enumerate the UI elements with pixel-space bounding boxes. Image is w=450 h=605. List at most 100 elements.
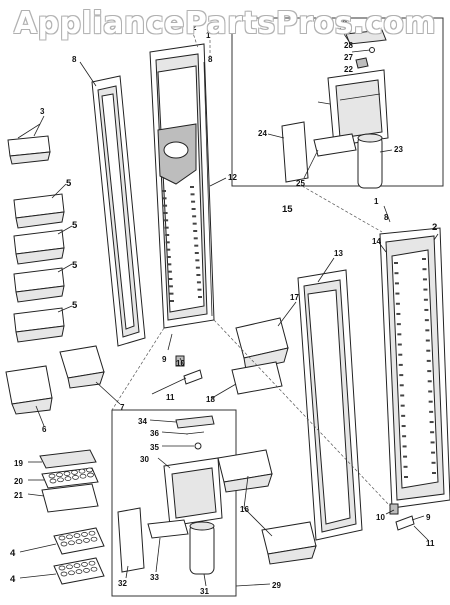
ice-cube-cell (87, 472, 94, 478)
shelf-dot (162, 197, 167, 200)
shelf-dot (425, 339, 430, 342)
callout-14: 14 (372, 237, 381, 246)
shelf-dot (402, 435, 407, 438)
dispenser-housing-22 (327, 69, 389, 147)
shelf-dot (425, 329, 430, 332)
shelf-dot (400, 404, 405, 407)
callout-26: 26 (338, 17, 347, 26)
ice-cube-cell (68, 570, 75, 576)
bin-17 (235, 317, 289, 371)
bin-5c (13, 267, 65, 303)
bin-5b (13, 229, 65, 265)
bin-5d (13, 307, 65, 343)
ice-cube-cell (81, 532, 88, 537)
callout-29: 29 (272, 581, 281, 590)
hinge-11-right (395, 515, 415, 531)
bin-5a (13, 193, 65, 229)
ice-cube-cell (83, 568, 90, 573)
shelf-dot (196, 281, 201, 284)
shelf-dot (190, 186, 194, 188)
leader-lines (19, 27, 439, 587)
shelf-dot (394, 282, 399, 285)
shelf-dot (422, 258, 426, 260)
callout-32: 32 (118, 579, 127, 588)
bin-18 (231, 361, 283, 395)
shelf-dot (426, 349, 431, 352)
ice-cube-cell (90, 566, 98, 572)
shelf-dot (166, 248, 171, 251)
shelf-dot (164, 219, 169, 222)
ice-cube-cell (73, 563, 81, 568)
shelf-dot (397, 333, 402, 336)
part-34 (175, 415, 215, 429)
shelf-dot (404, 476, 408, 478)
ice-cube-cell (57, 477, 64, 483)
ice-cube-cell (72, 475, 79, 480)
shelf-dot (167, 263, 172, 266)
ice-cube-cell (49, 478, 57, 484)
callout-2: 2 (192, 23, 197, 32)
callout-9: 9 (426, 513, 431, 522)
shelf-dot (192, 215, 197, 218)
bin-7 (59, 345, 105, 389)
shelf-dot (427, 380, 432, 383)
shelf-dot (423, 298, 428, 301)
shelf-dot (170, 300, 174, 302)
shelf-dot (167, 270, 172, 273)
shelf-dot (397, 343, 402, 346)
callout-5: 5 (72, 220, 78, 231)
shelf-dot (163, 212, 168, 214)
shelf-dot (191, 208, 196, 210)
ice-cube-cell (86, 467, 93, 473)
shelf-dot (195, 259, 200, 262)
ice-cube-cell (71, 470, 78, 475)
shelf-dot (190, 193, 195, 196)
callout-17: 17 (290, 293, 299, 302)
ice-cube-cell (58, 535, 66, 541)
callout-8: 8 (72, 55, 77, 64)
callout-19: 19 (14, 459, 23, 468)
callout-11: 11 (426, 539, 435, 548)
callout-8: 8 (208, 55, 213, 64)
part-27 (355, 57, 369, 69)
shelf-dot (162, 190, 166, 192)
callout-6: 6 (42, 425, 47, 434)
ice-cube-cell (90, 536, 98, 542)
dispenser-housing-inset-box-lower (111, 409, 237, 597)
ice-cube-cell (56, 472, 63, 478)
ice-cube-cell (81, 562, 88, 567)
shelf-dot (395, 292, 400, 295)
shelf-dot (166, 256, 171, 258)
cup-33 (147, 519, 189, 539)
watermark: AppliancePartsPros.com (13, 6, 437, 41)
shelf-dot (427, 370, 432, 373)
shelf-dot (395, 302, 400, 305)
shelf-dot (432, 472, 436, 474)
bin-16b (261, 521, 317, 565)
shelf-dot (398, 353, 403, 356)
callout-10: 10 (376, 513, 385, 522)
bin-16a (217, 449, 273, 493)
callout-3: 3 (40, 107, 45, 116)
shelf-dot (194, 252, 199, 254)
callout-24: 24 (258, 129, 267, 138)
part-35 (194, 442, 202, 450)
shelf-dot (399, 374, 404, 377)
callout-18: 18 (206, 395, 215, 404)
shelf-dot (394, 272, 399, 275)
callout-30: 30 (140, 455, 149, 464)
ice-cube-cell (88, 530, 96, 536)
callout-5: 5 (66, 178, 72, 189)
shelf-dot (430, 441, 435, 444)
cup-25 (313, 133, 357, 157)
callout-5: 5 (72, 260, 78, 271)
chute-24 (281, 121, 309, 183)
ice-cube-cell (63, 471, 71, 476)
shelf-dot (196, 274, 201, 276)
callout-34: 34 (138, 417, 147, 426)
shelf-dot (399, 384, 404, 387)
hinge-11-left (183, 369, 203, 385)
ice-cube-cell (79, 473, 87, 479)
shelf-dot (423, 288, 428, 291)
callout-20: 20 (14, 477, 23, 486)
